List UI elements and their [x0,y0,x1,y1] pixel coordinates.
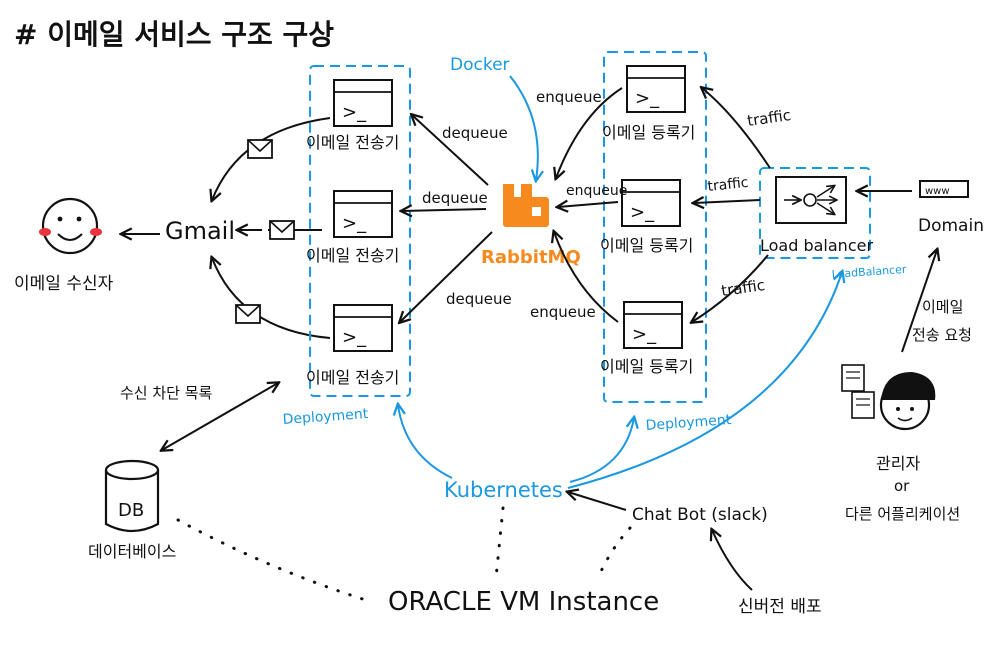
recipient-face-icon [39,197,102,255]
sender-terminal-icon: >_ [333,304,393,352]
sender-deployment-box [309,65,411,397]
sender-terminal-icon: >_ [333,79,393,127]
svg-text:www: www [925,186,950,197]
traffic-top-arrow [702,88,771,169]
chatbot-to-vm-dotted-line [596,526,632,580]
chatbot-to-k8s-arrow [568,492,627,511]
new-version-label: 신버전 배포 [738,597,822,617]
traffic-label: traffic [720,276,766,300]
admin-or-label: or [894,477,910,495]
load-balancer-boundary [759,167,871,259]
registrar-terminal-icon: >_ [621,179,681,227]
k8s-to-sender-deployment-arrow [398,405,453,479]
dequeue-label: dequeue [422,189,488,207]
db-caption: 데이터베이스 [88,542,176,561]
rabbitmq-logo-icon [503,184,549,227]
traffic-label: traffic [707,175,750,195]
sender-terminal-icon: >_ [333,190,393,238]
db-label: DB [118,500,144,521]
db-to-vm-dotted-line [176,518,374,604]
rabbitmq-label: RabbitMQ [481,247,581,268]
envelope-icon [269,220,295,240]
k8s-to-load-balancer-arrow [567,272,842,489]
dequeue-label: dequeue [446,290,512,308]
registrar-label: 이메일 등록기 [600,357,693,376]
svg-text:>_: >_ [342,213,367,234]
registrar-terminal-icon: >_ [626,65,686,113]
registrar-label: 이메일 등록기 [602,123,695,142]
new-version-to-chatbot-arrow [712,530,753,591]
sender-top-to-gmail-arrow [212,117,331,200]
sender-label: 이메일 전송기 [306,133,399,152]
envelope-icon [247,139,273,159]
other-app-label: 다른 어플리케이션 [845,505,960,523]
db-sender-blocklist-arrow [162,383,278,450]
k8s-to-registrar-deployment-arrow [569,418,634,483]
recipient-label: 이메일 수신자 [14,274,114,294]
blocklist-label: 수신 차단 목록 [120,384,213,402]
domain-label: Domain [918,216,984,236]
kubernetes-label: Kubernetes [444,478,563,502]
admin-label: 관리자 [876,454,920,473]
traffic-bottom-arrow [692,254,769,322]
svg-text:>_: >_ [342,327,367,348]
chatbot-label: Chat Bot (slack) [632,505,768,525]
svg-text:>_: >_ [632,324,657,345]
svg-text:>_: >_ [630,202,655,223]
gmail-label: Gmail [165,217,235,245]
enqueue-label: enqueue [536,88,602,106]
sender-bottom-to-gmail-arrow [212,258,331,339]
traffic-mid-arrow [694,200,761,203]
enqueue-label: enqueue [566,183,627,199]
email-request-line1: 이메일 [922,298,963,316]
docker-label: Docker [450,55,510,75]
enqueue-label: enqueue [530,303,596,321]
sender-label: 이메일 전송기 [306,246,399,265]
svg-text:>_: >_ [342,102,367,123]
dequeue-mid-arrow [402,209,487,211]
database-icon [104,459,160,533]
admin-to-domain-arrow [901,250,937,353]
domain-icon: www [919,180,969,198]
registrar-terminal-icon: >_ [623,301,683,349]
envelope-icon [235,304,261,324]
enqueue-top-arrow [556,87,623,178]
email-request-line2: 전송 요청 [912,326,972,344]
docker-to-rabbitmq-arrow [509,75,538,180]
registrar-deployment-label: Deployment [645,412,732,434]
load-balancer-icon [775,176,847,224]
load-balancer-label: Load balancer [760,236,873,255]
enqueue-mid-arrow [558,202,619,207]
load-balancer-tag: LoadBalancer [831,263,907,281]
admin-person-icon [841,364,936,431]
svg-text:>_: >_ [635,88,660,109]
diagram-title: # 이메일 서비스 구조 구상 [14,18,334,51]
registrar-label: 이메일 등록기 [600,236,693,255]
k8s-to-vm-dotted-line [494,506,505,580]
dequeue-bottom-arrow [400,231,493,322]
traffic-label: traffic [746,106,792,130]
dequeue-label: dequeue [442,124,508,142]
dequeue-top-arrow [412,115,489,186]
sender-label: 이메일 전송기 [306,368,399,387]
sender-deployment-label: Deployment [282,406,369,428]
oracle-vm-label: ORACLE VM Instance [388,587,659,617]
enqueue-bottom-arrow [554,232,619,323]
